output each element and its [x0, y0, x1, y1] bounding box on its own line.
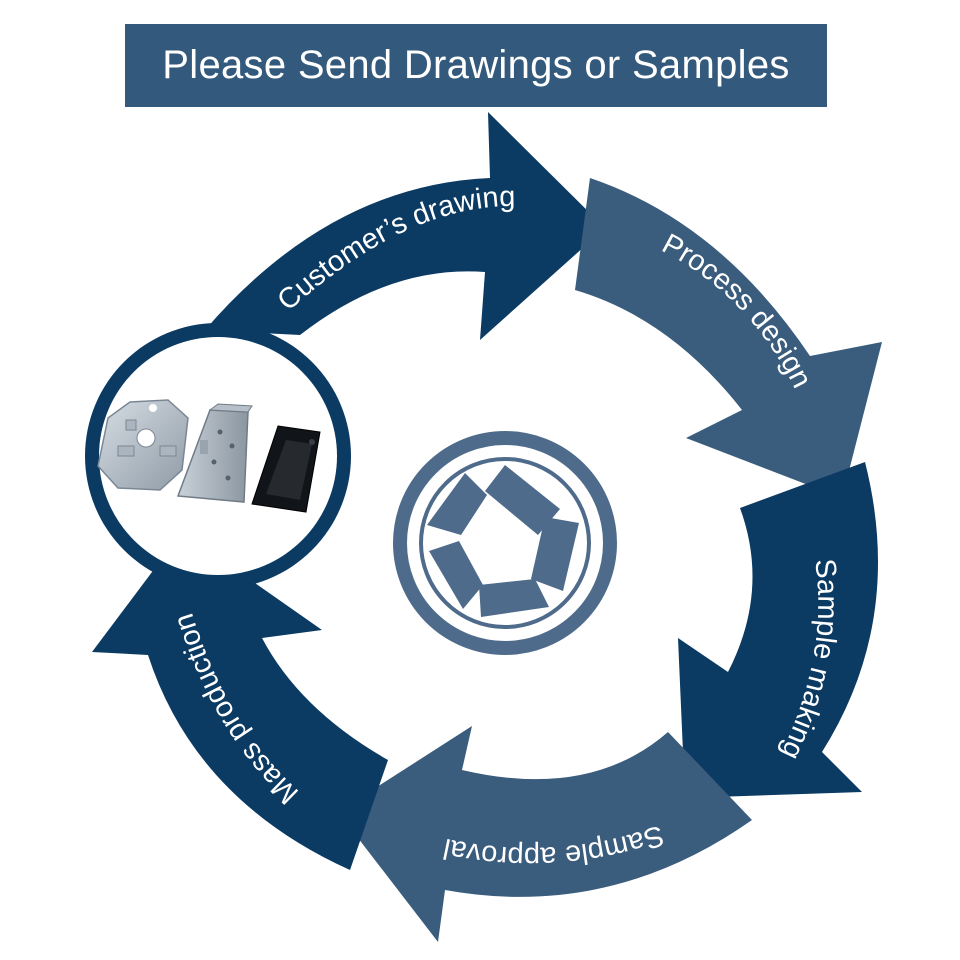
metal-box-part — [176, 403, 253, 503]
arrow-mass-production — [92, 532, 388, 870]
arrow-sample-approval — [338, 726, 752, 942]
metal-plate-part — [97, 399, 189, 491]
black-cover-part — [251, 425, 321, 513]
title-banner: Please Send Drawings or Samples — [125, 24, 827, 107]
sample-parts-image — [85, 323, 351, 589]
aperture-icon — [393, 431, 617, 655]
arrow-customers-drawing — [205, 112, 605, 340]
arrow-process-design — [575, 178, 882, 498]
page-title: Please Send Drawings or Samples — [162, 43, 790, 87]
arrow-sample-making — [678, 462, 879, 798]
